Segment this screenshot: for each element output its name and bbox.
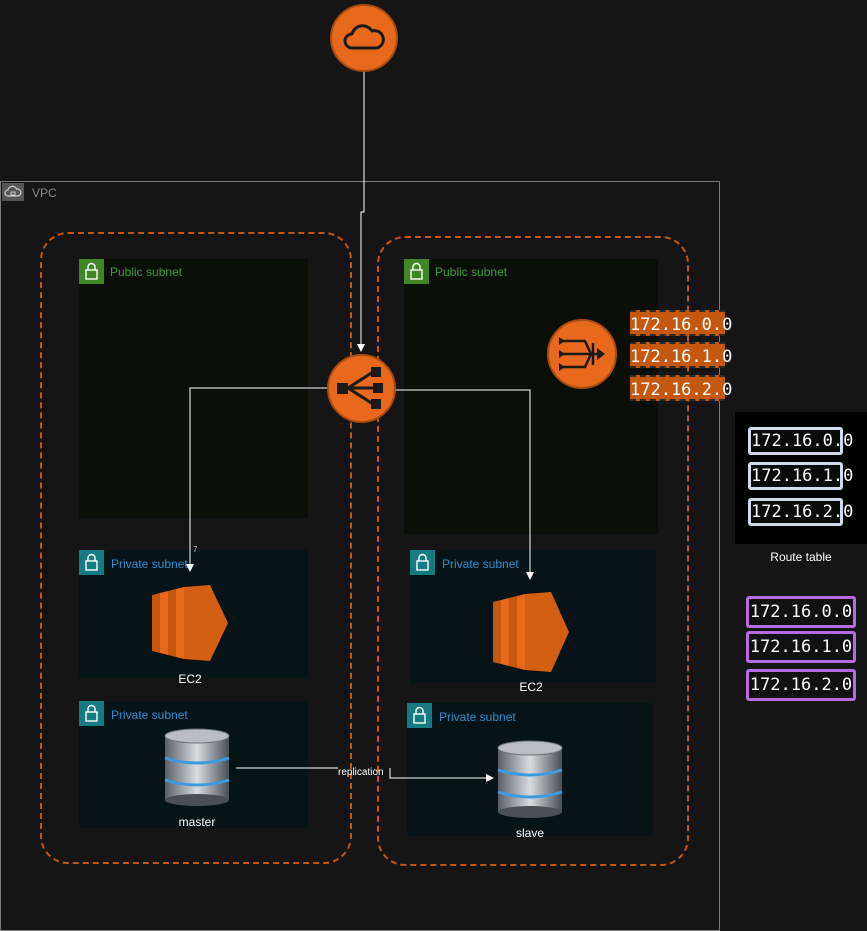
public-subnet-left-label: Public subnet: [110, 265, 183, 279]
extra-route-0: 172.16.0.0: [746, 596, 856, 628]
extra-route-2: 172.16.2.0: [746, 669, 856, 701]
route-table-entry-0: 172.16.0.0: [748, 427, 853, 455]
lock-icon: [79, 259, 104, 284]
edge-replication: [236, 767, 492, 778]
ec2-icon: [493, 592, 569, 672]
availability-zone-left: [40, 232, 352, 864]
nat-gateway-icon: [559, 337, 605, 371]
load-balancer[interactable]: [327, 354, 396, 423]
availability-zone-right: [377, 236, 689, 866]
private-subnet-left-db-label: Private subnet: [111, 708, 188, 722]
ec2-instance-left[interactable]: [150, 585, 230, 661]
private-subnet-right-app-label: Private subnet: [442, 557, 519, 571]
lock-icon: [407, 703, 432, 728]
ec2-right-label: EC2: [519, 680, 543, 694]
ec2-icon: [152, 585, 228, 661]
cloud-icon: [343, 24, 385, 50]
nat-route-2: 172.16.2.0: [630, 375, 732, 401]
route-table-label: Route table: [770, 550, 832, 564]
replication-label: replication: [338, 767, 384, 778]
public-subnet-right: [404, 259, 658, 534]
extra-route-1: 172.16.1.0: [746, 631, 856, 663]
ec2-left-label: EC2: [178, 672, 202, 686]
edge-internet-to-lb: [357, 72, 365, 352]
nat-gateway[interactable]: [547, 319, 617, 389]
nat-route-0: 172.16.0.0: [630, 310, 732, 336]
route-table-entry-1: 172.16.1.0: [748, 462, 853, 490]
vpc-cloud-icon: [2, 183, 24, 201]
internet-gateway[interactable]: [330, 4, 398, 72]
db-master[interactable]: [163, 728, 231, 806]
ec2-instance-right[interactable]: [491, 592, 571, 672]
lock-icon: [79, 701, 104, 726]
database-icon: [497, 740, 563, 818]
db-slave[interactable]: [496, 740, 564, 818]
private-subnet-left-app-label: Private subnet: [111, 557, 188, 571]
lock-icon: [404, 259, 429, 284]
lock-icon: [410, 550, 435, 575]
lock-icon: [79, 550, 104, 575]
nat-route-1: 172.16.1.0: [630, 342, 732, 368]
edge-lb-to-ec2-left: [186, 387, 330, 572]
stray-mark: 7: [193, 545, 198, 554]
vpc-label: VPC: [32, 186, 57, 200]
public-subnet-right-label: Public subnet: [435, 265, 508, 279]
db-master-label: master: [178, 815, 216, 829]
private-subnet-right-db-label: Private subnet: [439, 710, 516, 724]
route-table-entry-2: 172.16.2.0: [748, 498, 853, 526]
edge-lb-to-ec2-right: [394, 389, 534, 580]
database-icon: [164, 728, 230, 806]
load-balancer-icon: [337, 367, 383, 409]
db-slave-label: slave: [515, 826, 544, 840]
